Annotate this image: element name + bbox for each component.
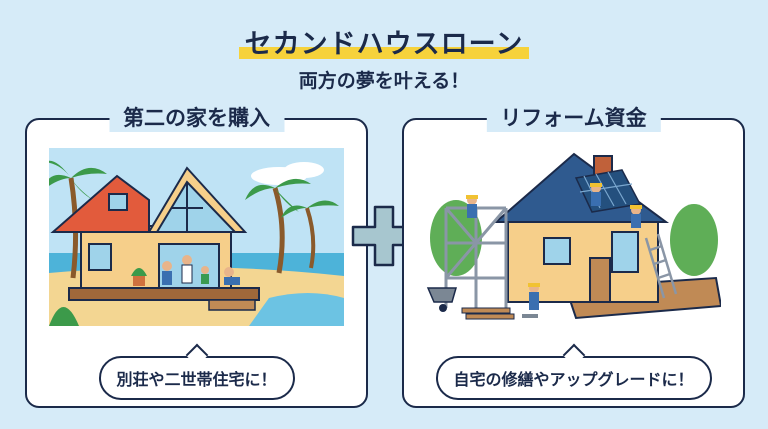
panel-renovation-funds: リフォーム資金 自宅の修繕やアップグレードに！	[402, 102, 745, 408]
panel-heading: 第二の家を購入	[109, 102, 284, 132]
caption-bubble: 自宅の修繕やアップグレードに！	[435, 343, 712, 400]
caption-text: 別荘や二世帯住宅に！	[116, 370, 277, 389]
panel-heading: リフォーム資金	[486, 102, 661, 132]
caption-bubble: 別荘や二世帯住宅に！	[98, 343, 295, 400]
renovation-illustration	[426, 148, 721, 326]
page-title: セカンドハウスローン	[238, 22, 530, 61]
page-subtitle: 両方の夢を叶える！	[298, 70, 470, 92]
caption-text: 自宅の修繕やアップグレードに！	[453, 370, 694, 389]
title-wrap: セカンドハウスローン	[0, 22, 768, 61]
beach-house-illustration	[49, 148, 344, 326]
panel-buy-second-home: 第二の家を購入 別荘や二世帯住宅に！	[25, 102, 368, 408]
